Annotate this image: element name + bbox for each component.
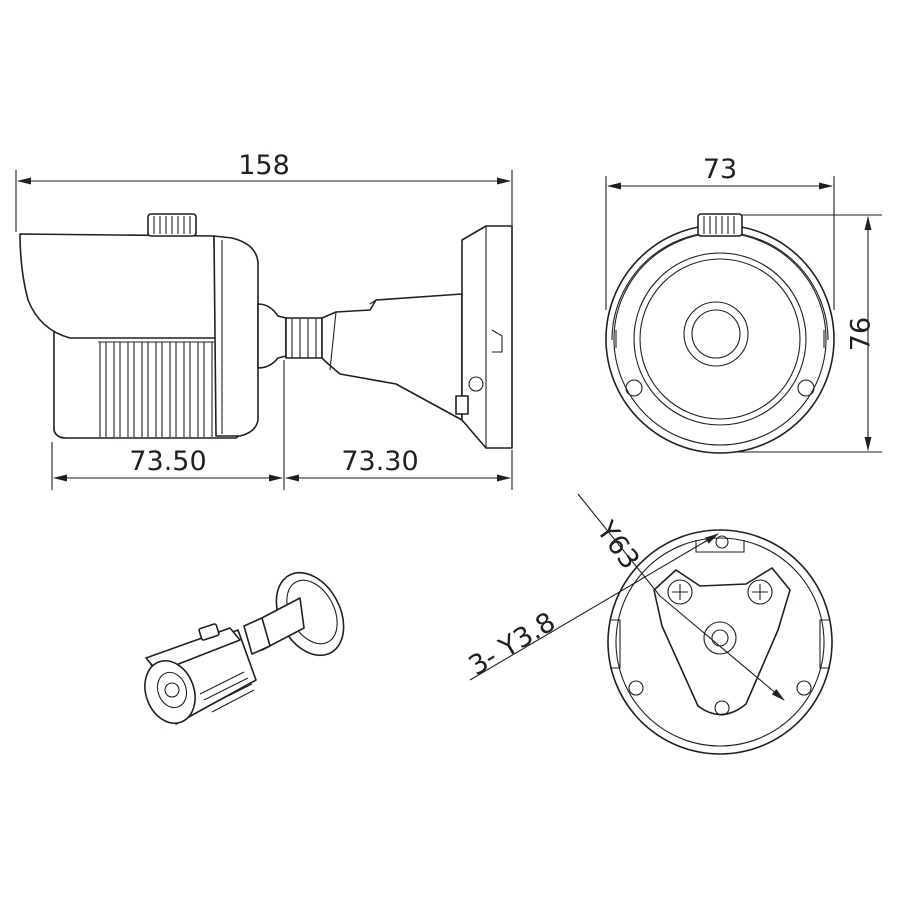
front-view: 73 76 xyxy=(605,154,882,454)
dimension-label-3-holes: 3- Υ3.8 xyxy=(464,607,561,682)
mounting-base-view: Υ63 3- Υ3.8 xyxy=(464,493,833,755)
dimension-158: 158 xyxy=(15,150,513,232)
dimension-label-158: 158 xyxy=(238,150,290,181)
side-view: 158 xyxy=(15,150,513,490)
dimension-76: 76 xyxy=(720,214,882,453)
bracket-side xyxy=(285,225,513,449)
dimension-bottom: 73.50 73.30 xyxy=(51,360,513,490)
isometric-view xyxy=(144,571,345,725)
dimension-label-73-50: 73.50 xyxy=(129,446,206,477)
dimension-label-73: 73 xyxy=(703,154,737,185)
dimension-label-76: 76 xyxy=(846,317,877,351)
dimension-73: 73 xyxy=(605,154,835,310)
camera-body-side xyxy=(19,213,287,439)
dimension-label-73-30: 73.30 xyxy=(341,446,418,477)
